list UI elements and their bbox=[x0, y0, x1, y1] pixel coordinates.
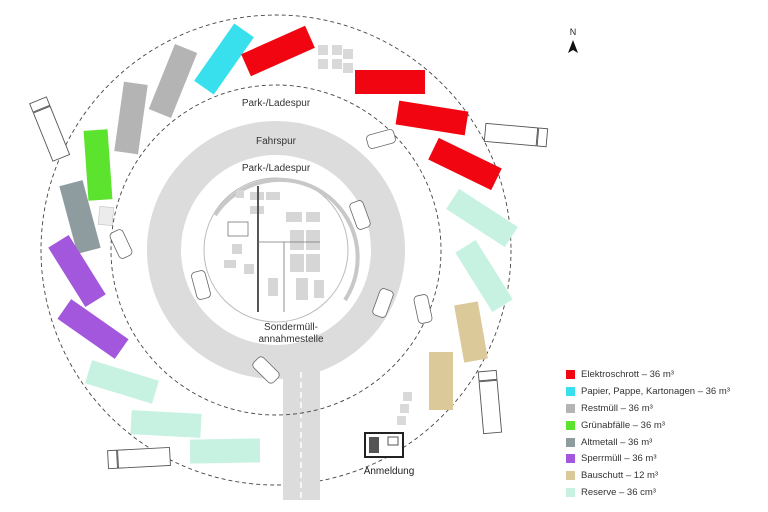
kiosk-icon bbox=[364, 432, 404, 458]
legend-item-restmuell: Restmüll – 36 m³ bbox=[566, 400, 762, 417]
legend-swatch bbox=[566, 386, 575, 396]
legend-label: Elektroschrott – 36 m³ bbox=[581, 368, 674, 380]
legend-label: Reserve – 36 cm³ bbox=[581, 487, 656, 499]
station-label-line1: Sondermüll- bbox=[264, 322, 318, 333]
containers-elektroschrott bbox=[241, 25, 502, 191]
legend-label: Sperrmüll – 36 m³ bbox=[581, 453, 657, 465]
legend-item-bauschutt: Bauschutt – 12 m³ bbox=[566, 467, 762, 484]
containers-gruenabfaelle bbox=[83, 129, 113, 201]
station-building bbox=[203, 177, 360, 323]
legend-swatch bbox=[566, 369, 575, 379]
legend-swatch bbox=[566, 437, 575, 447]
legend-item-sperrmuell: Sperrmüll – 36 m³ bbox=[566, 450, 762, 467]
legend-swatch bbox=[566, 420, 575, 430]
north-arrow-icon bbox=[568, 40, 578, 53]
north-label: N bbox=[570, 27, 577, 37]
legend-label: Restmüll – 36 m³ bbox=[581, 402, 653, 414]
legend-item-altmetall: Altmetall – 36 m³ bbox=[566, 434, 762, 451]
outer-lane-label: Park-/Ladespur bbox=[242, 98, 311, 109]
legend-item-reserve: Reserve – 36 cm³ bbox=[566, 484, 762, 501]
car-icon bbox=[109, 129, 433, 384]
containers-restmuell bbox=[97, 44, 198, 226]
inner-lane-label: Park-/Ladespur bbox=[242, 163, 311, 174]
legend-item-gruenabfaelle: Grünabfälle – 36 m³ bbox=[566, 417, 762, 434]
outer-boundary bbox=[40, 14, 512, 486]
containers-sperrmuell bbox=[48, 234, 129, 359]
legend-label: Grünabfälle – 36 m³ bbox=[581, 419, 665, 431]
legend-label: Altmetall – 36 m³ bbox=[581, 436, 653, 448]
legend-swatch bbox=[566, 403, 575, 413]
legend-item-elektroschrott: Elektroschrott – 36 m³ bbox=[566, 366, 762, 383]
drive-lane-label: Fahrspur bbox=[256, 136, 297, 147]
registration-label: Anmeldung bbox=[364, 466, 415, 477]
legend-item-papier: Papier, Pappe, Kartonagen – 36 m³ bbox=[566, 383, 762, 400]
station-label-line2: annahmestelle bbox=[258, 334, 323, 345]
truck-icon bbox=[29, 96, 549, 470]
legend-swatch bbox=[566, 471, 575, 481]
legend-label: Papier, Pappe, Kartonagen – 36 m³ bbox=[581, 385, 730, 397]
containers-altmetall bbox=[59, 180, 101, 254]
legend-label: Bauschutt – 12 m³ bbox=[581, 470, 659, 482]
road bbox=[147, 121, 405, 500]
legend-swatch bbox=[566, 488, 575, 498]
small-bins bbox=[318, 45, 412, 425]
containers-bauschutt bbox=[429, 301, 488, 410]
legend-swatch bbox=[566, 454, 575, 464]
legend: Elektroschrott – 36 m³ Papier, Pappe, Kar… bbox=[566, 366, 762, 501]
inner-lane-boundary bbox=[110, 84, 442, 416]
containers-papier bbox=[194, 23, 254, 95]
containers-reserve bbox=[85, 188, 518, 464]
